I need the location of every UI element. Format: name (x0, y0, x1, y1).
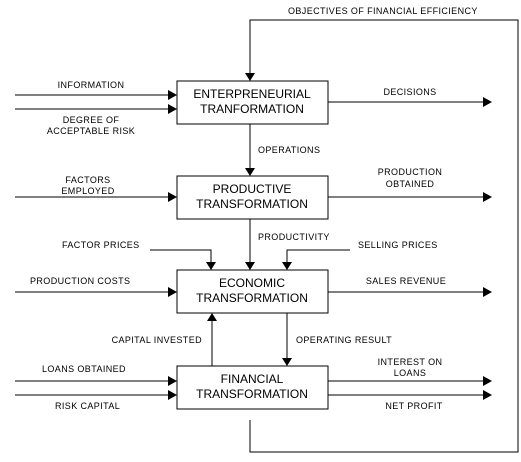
label-net-profit: NET PROFIT (385, 401, 442, 411)
label-sales-revenue: SALES REVENUE (366, 276, 446, 286)
label-factors-line2: EMPLOYED (61, 186, 114, 196)
label-interest-line2: LOANS (394, 368, 427, 378)
arrow-capital-invested (207, 313, 217, 366)
label-interest-line1: INTEREST ON (378, 357, 443, 367)
feedback-loop-arrow (245, 19, 519, 453)
label-selling-prices: SELLING PRICES (358, 240, 438, 250)
box-financial-line1: FINANCIAL (221, 372, 284, 386)
label-risk-capital: RISK CAPITAL (55, 401, 120, 411)
arrow-decisions (328, 97, 492, 107)
arrow-operating-result (282, 313, 292, 366)
box-economic-transformation: ECONOMIC TRANSFORMATION (176, 269, 329, 314)
label-capital-invested: CAPITAL INVESTED (112, 335, 203, 345)
label-production-costs: PRODUCTION COSTS (30, 276, 130, 286)
arrow-production-costs (15, 287, 177, 297)
box-financial-line2: TRANSFORMATION (196, 387, 308, 401)
label-production-obtained-line2: OBTAINED (386, 179, 435, 189)
box-enterpreneurial-line2: TRANFORMATION (200, 102, 304, 116)
arrow-interest-on-loans (328, 376, 492, 386)
label-degree-risk-line2: ACCEPTABLE RISK (47, 126, 135, 136)
label-productivity: PRODUCTIVITY (258, 232, 330, 242)
box-financial-transformation: FINANCIAL TRANSFORMATION (176, 365, 329, 410)
label-decisions: DECISIONS (383, 87, 436, 97)
label-information: INFORMATION (58, 80, 125, 90)
arrow-sales-revenue (328, 287, 492, 297)
arrow-risk-capital (15, 390, 177, 400)
label-degree-risk-line1: DEGREE OF (63, 115, 120, 125)
arrow-information (15, 90, 177, 100)
box-productive-transformation: PRODUCTIVE TRANSFORMATION (176, 175, 329, 220)
arrow-loans-obtained (15, 376, 177, 386)
label-production-obtained-line1: PRODUCTION (378, 167, 443, 177)
arrow-factor-prices (150, 249, 216, 270)
arrow-factors-employed (15, 192, 177, 202)
box-enterpreneurial-line1: ENTERPRENEURIAL (193, 87, 311, 101)
label-loans-obtained: LOANS OBTAINED (42, 364, 126, 374)
box-productive-line1: PRODUCTIVE (213, 182, 292, 196)
arrow-selling-prices (282, 249, 350, 270)
arrow-operations (245, 124, 255, 176)
box-economic-line1: ECONOMIC (219, 276, 285, 290)
arrow-degree-of-risk (15, 104, 177, 114)
box-enterpreneurial-transformation: ENTERPRENEURIAL TRANFORMATION (176, 80, 329, 125)
box-productive-line2: TRANSFORMATION (196, 197, 308, 211)
label-factors-line1: FACTORS (65, 175, 110, 185)
label-objectives: OBJECTIVES OF FINANCIAL EFFICIENCY (288, 6, 478, 16)
label-operations: OPERATIONS (258, 145, 320, 155)
label-factor-prices: FACTOR PRICES (62, 240, 140, 250)
arrow-net-profit (328, 390, 492, 400)
arrow-production-obtained (328, 192, 492, 202)
box-economic-line2: TRANSFORMATION (196, 291, 308, 305)
label-operating-result: OPERATING RESULT (296, 335, 392, 345)
arrow-productivity (245, 219, 255, 270)
